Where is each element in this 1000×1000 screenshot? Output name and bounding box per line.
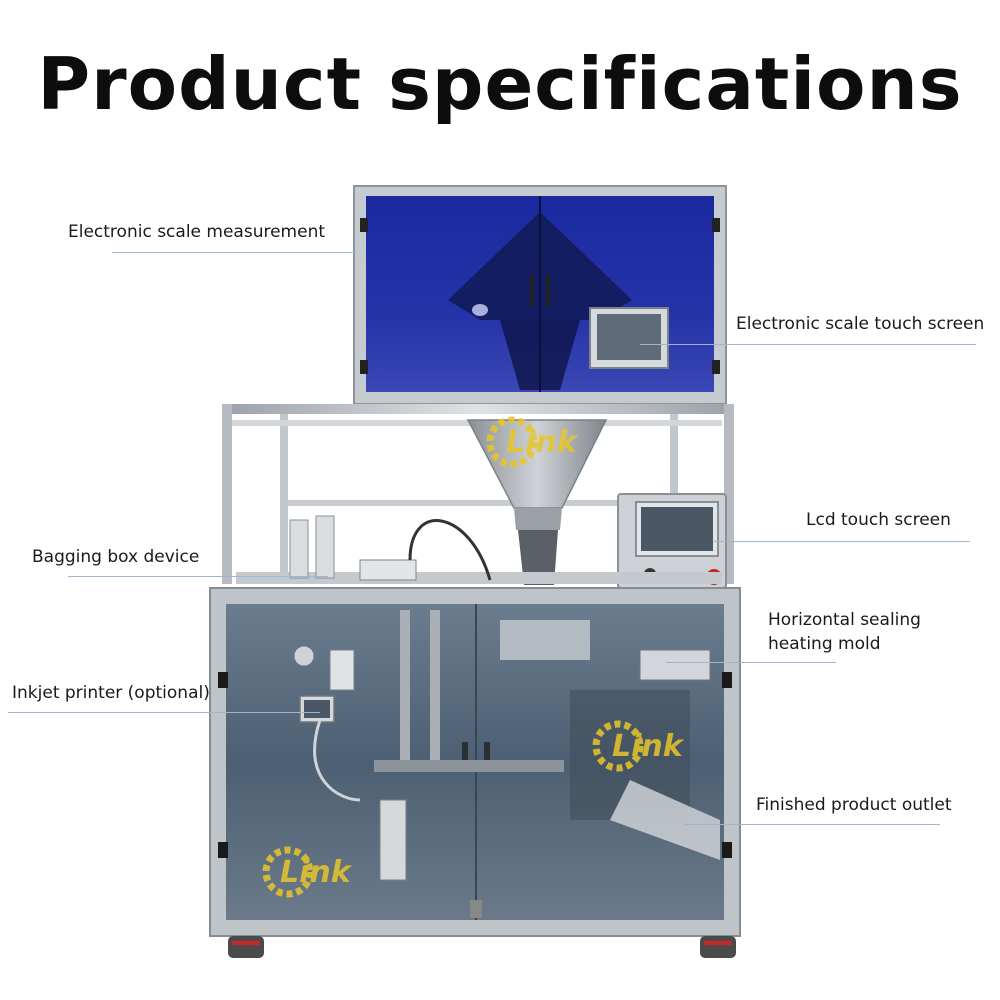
label-lcd-touch-screen: Lcd touch screen (806, 510, 951, 530)
casters (228, 936, 736, 958)
watermark-logo-bottom: Link (262, 846, 353, 898)
label-bagging-box-device: Bagging box device (32, 547, 200, 567)
leader-line-lcd-touch-screen (714, 541, 970, 542)
watermark-text: Link (280, 855, 353, 890)
label-electronic-scale-measurement: Electronic scale measurement (68, 222, 326, 242)
label-inkjet-printer: Inkjet printer (optional) (12, 683, 210, 703)
leader-line-inkjet-printer (8, 712, 320, 713)
leader-line-electronic-scale-measurement (112, 252, 354, 253)
leader-line-finished-product-outlet (684, 824, 940, 825)
funnel-hopper (466, 419, 608, 585)
watermark-text: Link (506, 425, 579, 460)
page-title: Product specifications (37, 42, 963, 126)
leader-line-electronic-scale-touch-screen (640, 344, 976, 345)
bagging-box-device (236, 515, 722, 584)
watermark-logo-top: Link (486, 416, 579, 468)
watermark-logo-middle: Link (592, 720, 685, 772)
label-horizontal-sealing-line2: heating mold (768, 634, 881, 654)
label-electronic-scale-touch-screen: Electronic scale touch screen (736, 314, 985, 334)
leader-line-bagging-box-device (68, 576, 328, 577)
label-finished-product-outlet: Finished product outlet (756, 795, 952, 815)
electronic-scale-cabinet (353, 185, 727, 405)
label-horizontal-sealing-line1: Horizontal sealing (768, 610, 921, 630)
watermark-text: Link (612, 729, 685, 764)
leader-line-horizontal-sealing (666, 662, 836, 663)
